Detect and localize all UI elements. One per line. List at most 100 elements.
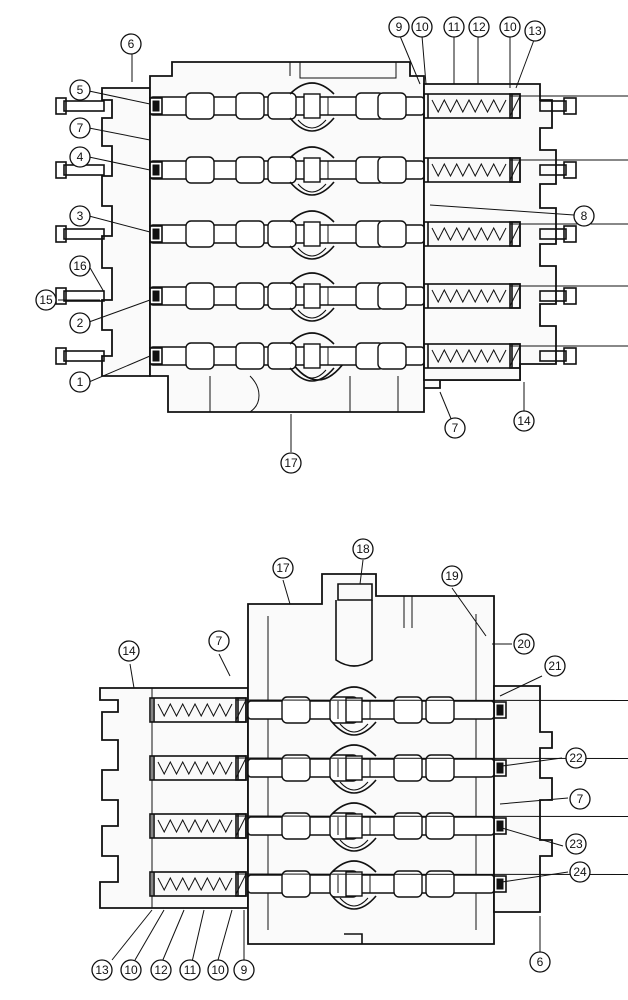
callout-label: 12 (472, 20, 486, 34)
center-passage (289, 272, 335, 322)
callout-19: 19 (441, 565, 463, 587)
spool-land (185, 282, 215, 310)
callout-label: 7 (216, 634, 223, 648)
spool-land (235, 92, 265, 120)
spool-land (425, 696, 455, 724)
passage-arc-inner (297, 183, 327, 193)
callout-6: 6 (120, 33, 142, 55)
right-fitting (539, 225, 577, 243)
right-fitting (539, 97, 577, 115)
seal-ring (493, 759, 507, 777)
fitting-nut (563, 161, 577, 179)
spool-center-land (303, 283, 321, 309)
passage-arc (289, 210, 335, 223)
passage-arc-inner (297, 369, 327, 379)
callout-label: 17 (276, 561, 290, 575)
fitting-body (63, 100, 105, 112)
spool-land (377, 92, 407, 120)
center-passage (289, 332, 335, 382)
callout-11: 11 (179, 959, 201, 981)
spring-assembly (149, 755, 628, 781)
spool-land (235, 282, 265, 310)
passage-arc (331, 802, 377, 815)
callout-11: 11 (443, 16, 465, 38)
spring-assembly (423, 221, 628, 247)
passage-arc (331, 895, 377, 910)
spool-land (281, 870, 311, 898)
retainer-cross (509, 95, 628, 117)
end-seal (149, 97, 163, 115)
bottom-leaders (111, 559, 569, 963)
spool-assembly (247, 812, 495, 840)
center-passage (289, 210, 335, 260)
passage-arc-inner (339, 897, 369, 907)
callout-6: 6 (529, 951, 551, 973)
center-passage (331, 860, 377, 910)
seal-core (152, 100, 160, 112)
callout-label: 2 (77, 316, 84, 330)
retainer (509, 283, 521, 309)
seal-core (152, 350, 160, 362)
callout-label: 17 (284, 456, 298, 470)
retainer-cross (509, 159, 628, 181)
spool-land (267, 342, 297, 370)
retainer (509, 343, 521, 369)
retainer-cross (235, 815, 628, 837)
callout-23: 23 (565, 833, 587, 855)
coil-spring (431, 226, 507, 242)
passage-arc (331, 744, 377, 757)
seal-core (152, 228, 160, 240)
callout-4: 4 (69, 146, 91, 168)
seal-ring (493, 701, 507, 719)
right-fitting (539, 287, 577, 305)
spring-assembly (149, 871, 628, 897)
passage-arc (289, 245, 335, 260)
seal-ring (493, 817, 507, 835)
spool-land (377, 156, 407, 184)
callout-16: 16 (69, 255, 91, 277)
fitting-nut (563, 97, 577, 115)
coil-spring (157, 702, 233, 718)
callout-8: 8 (573, 205, 595, 227)
bottom-spools (149, 696, 628, 898)
retainer-cross (235, 699, 628, 721)
seal-ring (149, 97, 163, 115)
coil-spring (157, 760, 233, 776)
seal-core (496, 878, 504, 890)
center-passage (289, 146, 335, 196)
spool-assembly (149, 342, 425, 370)
passage-arc-inner (297, 247, 327, 257)
spool-assembly (149, 220, 425, 248)
spool-assembly (247, 870, 495, 898)
center-passage (331, 802, 377, 852)
spring-assembly (149, 697, 628, 723)
spool-land (281, 696, 311, 724)
callout-10: 10 (411, 16, 433, 38)
seal-core (152, 290, 160, 302)
spool-land (425, 812, 455, 840)
passage-arc (289, 117, 335, 132)
passage-arc (331, 837, 377, 852)
callout-label: 14 (517, 414, 531, 428)
spool-land (281, 812, 311, 840)
callout-17: 17 (280, 452, 302, 474)
spool-land (235, 342, 265, 370)
fitting-body (63, 290, 105, 302)
passage-arc (331, 686, 377, 699)
seal-ring (149, 225, 163, 243)
passage-arc-inner (339, 781, 369, 791)
callouts: 9 10 11 12 10 13 6 5 7 4 8 3 16 15 2 1 7… (35, 16, 595, 981)
seal-core (496, 704, 504, 716)
retainer-cross (235, 757, 628, 779)
spool-center-land (345, 871, 363, 897)
top-left-end-caps (101, 87, 151, 377)
callout-label: 13 (95, 963, 109, 977)
callout-label: 9 (241, 963, 248, 977)
callout-label: 16 (73, 259, 87, 273)
callout-label: 5 (77, 83, 84, 97)
spool-land (281, 754, 311, 782)
callout-label: 10 (415, 20, 429, 34)
callout-label: 14 (122, 644, 136, 658)
passage-arc (289, 332, 335, 345)
passage-arc (331, 860, 377, 873)
